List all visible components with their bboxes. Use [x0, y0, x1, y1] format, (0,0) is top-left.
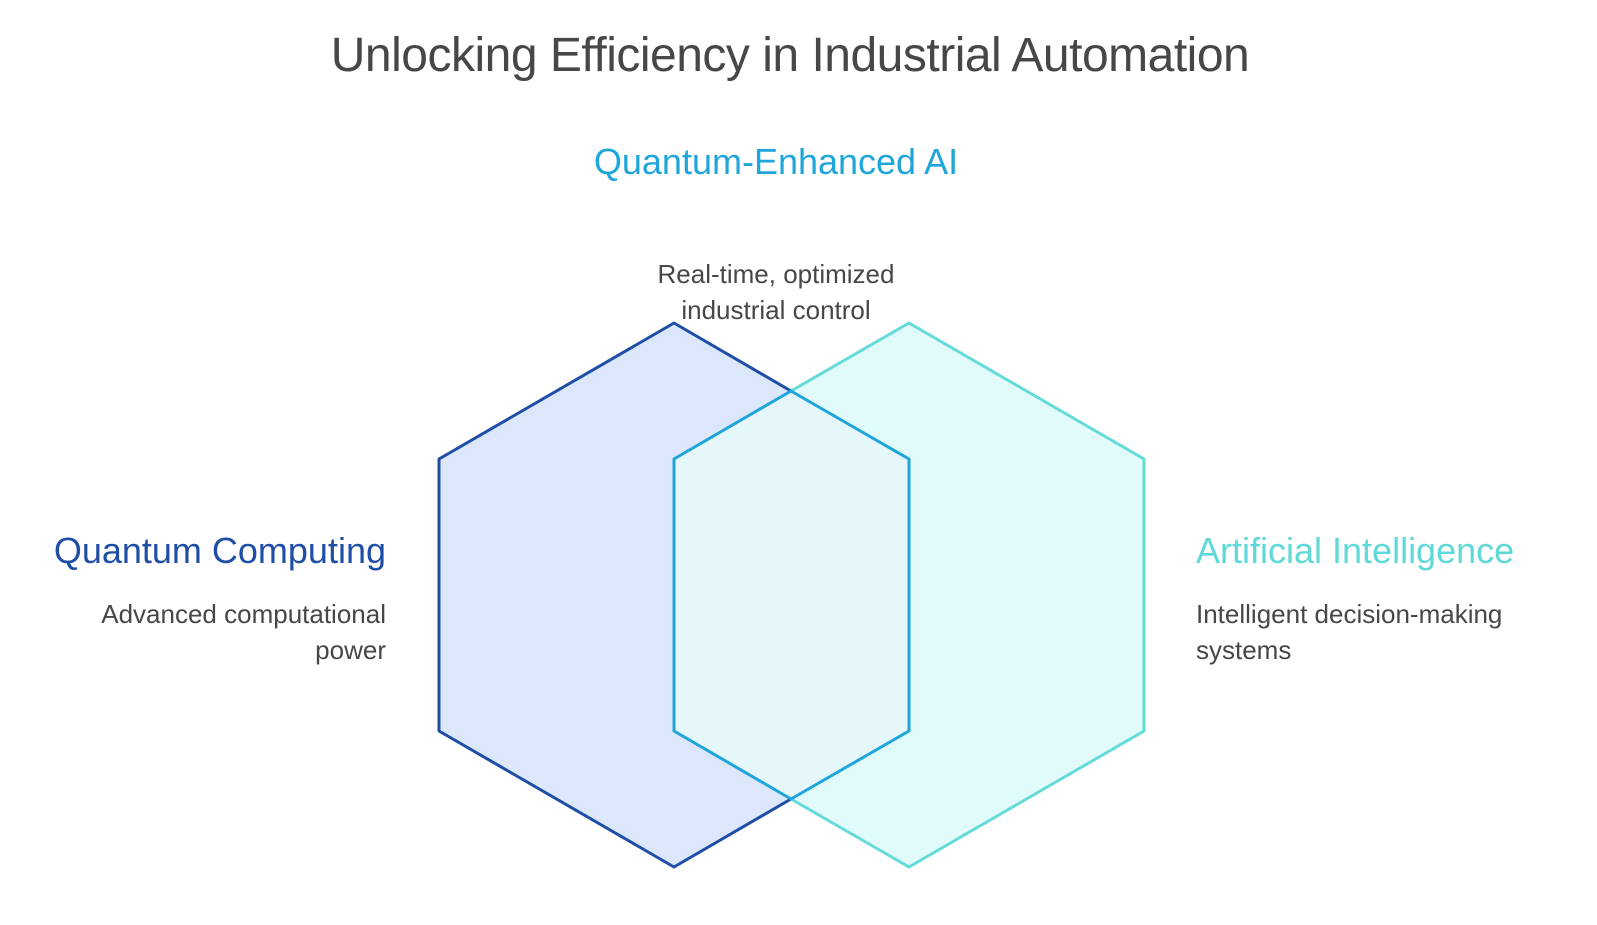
quantum-computing-description: Advanced computational power [101, 599, 386, 665]
artificial-intelligence-outline [790, 321, 1146, 869]
quantum-computing-label: Quantum Computing [53, 530, 386, 571]
artificial-intelligence-description: Intelligent decision-making systems [1196, 599, 1503, 665]
artificial-intelligence-label: Artificial Intelligence [1196, 530, 1515, 571]
diagram-title: Unlocking Efficiency in Industrial Autom… [330, 29, 1250, 82]
intersection-description: Real-time, optimized industrial control [657, 259, 895, 325]
quantum-computing-outline [437, 321, 792, 869]
intersection-region [674, 391, 909, 799]
intersection-label: Quantum-Enhanced AI [593, 141, 959, 182]
intersection-outline [672, 389, 911, 801]
